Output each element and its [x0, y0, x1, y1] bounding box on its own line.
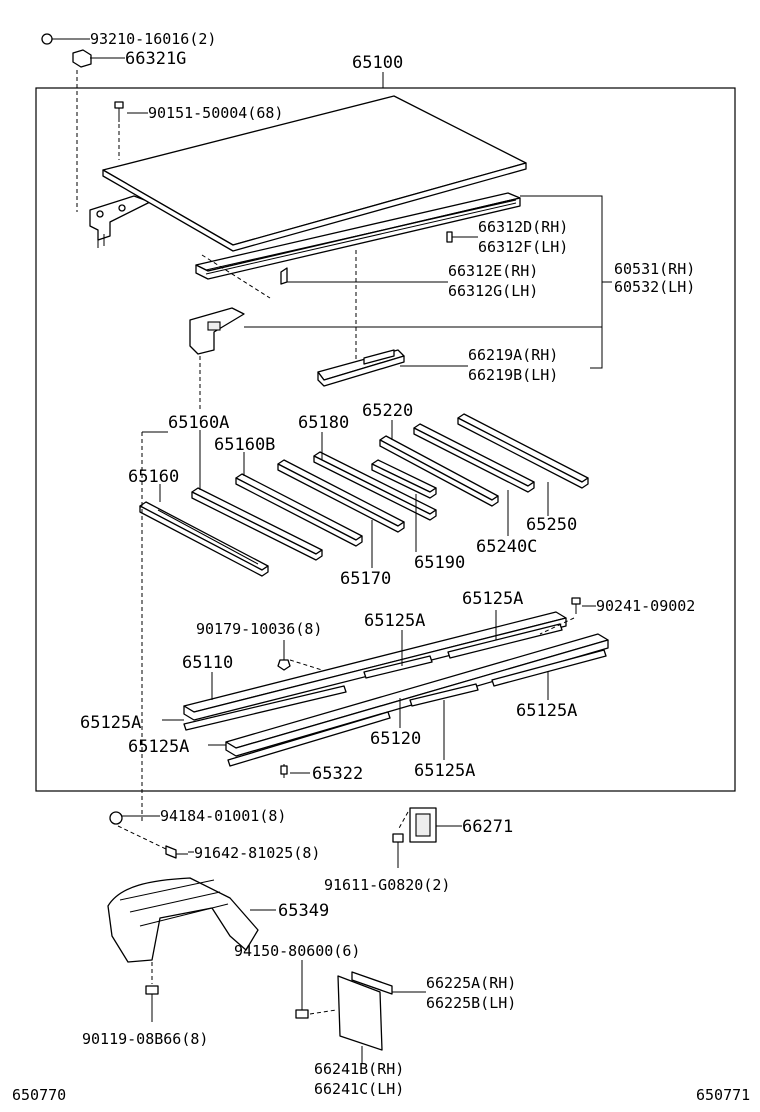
- label-bolt-90119: 90119-08B66(8): [82, 1030, 208, 1048]
- label-65110: 65110: [182, 653, 233, 673]
- label-bolt-91642: 91642-81025(8): [194, 844, 320, 862]
- label-65125A-2: 65125A: [364, 611, 425, 631]
- member-65160A-icon: [191, 487, 323, 561]
- pin-65322-icon: [280, 764, 310, 778]
- label-65250: 65250: [526, 515, 577, 535]
- nut-94150-icon: [295, 960, 309, 1019]
- label-60532: 60532(LH): [614, 278, 695, 296]
- bolt-90241-icon: [571, 597, 596, 614]
- label-65220: 65220: [362, 401, 413, 421]
- strip-65125A-upper-icon: [183, 623, 563, 731]
- bracket-66271-icon: [409, 807, 462, 843]
- bolt-91611-icon: [392, 833, 404, 868]
- label-hinge-66321G: 66321G: [125, 49, 186, 69]
- pin-66312E-icon: [280, 267, 448, 285]
- label-66312D: 66312D(RH): [478, 218, 568, 236]
- label-65170: 65170: [340, 569, 391, 589]
- label-65160A: 65160A: [168, 413, 229, 433]
- side-rail-icon: [195, 192, 521, 280]
- member-65240C-icon: [413, 423, 535, 493]
- label-bolt-91611: 91611-G0820(2): [324, 876, 450, 894]
- label-66219A: 66219A(RH): [468, 346, 558, 364]
- bolt-90119-icon: [145, 985, 159, 1022]
- hinge-bracket-icon: [89, 195, 151, 248]
- label-66219B: 66219B(LH): [468, 366, 558, 384]
- mudguard-65349-icon: [107, 877, 276, 963]
- label-65180: 65180: [298, 413, 349, 433]
- plate-66219-icon: [317, 349, 468, 387]
- member-65170-icon: [313, 451, 437, 521]
- member-65160B-icon: [235, 473, 363, 547]
- bolt-91642-icon: [165, 845, 194, 859]
- label-66225B: 66225B(LH): [426, 994, 516, 1012]
- floor-panel-icon: [102, 95, 527, 252]
- label-nut-94150: 94150-80600(6): [234, 942, 360, 960]
- label-65125A-5: 65125A: [128, 737, 189, 757]
- corner-plate-icon: [189, 307, 245, 355]
- label-66312F: 66312F(LH): [478, 238, 568, 256]
- label-nut-90179: 90179-10036(8): [196, 620, 322, 638]
- hinge-block-66321G-icon: [72, 49, 125, 68]
- member-65190-icon: [371, 459, 437, 499]
- label-66225A: 66225A(RH): [426, 974, 516, 992]
- label-bolt-90241: 90241-09002: [596, 597, 695, 615]
- label-66312G: 66312G(LH): [448, 282, 538, 300]
- nut-90179-icon: [277, 640, 291, 671]
- member-65250-icon: [457, 413, 589, 489]
- figure-number-right: 650771: [696, 1086, 750, 1104]
- nut-94184-icon: [109, 811, 160, 825]
- label-assembly-65100: 65100: [352, 53, 403, 73]
- label-65125A-4: 65125A: [516, 701, 577, 721]
- label-65160: 65160: [128, 467, 179, 487]
- figure-number-left: 650770: [12, 1086, 66, 1104]
- label-65125A-1: 65125A: [462, 589, 523, 609]
- label-65125A-3: 65125A: [80, 713, 141, 733]
- label-65190: 65190: [414, 553, 465, 573]
- label-65125A-6: 65125A: [414, 761, 475, 781]
- label-65322: 65322: [312, 764, 363, 784]
- label-66241B: 66241B(RH): [314, 1060, 404, 1078]
- member-65180-icon: [277, 459, 405, 533]
- member-65220-icon: [379, 435, 499, 507]
- label-66312E: 66312E(RH): [448, 262, 538, 280]
- label-bolt-93210: 93210-16016(2): [90, 30, 216, 48]
- label-65349: 65349: [278, 901, 329, 921]
- bolt-93210-icon: [41, 33, 90, 45]
- pin-66312D-icon: [446, 231, 478, 243]
- label-65160B: 65160B: [214, 435, 275, 455]
- mud-flap-icon: [337, 971, 426, 1064]
- label-66241C: 66241C(LH): [314, 1080, 404, 1098]
- label-65240C: 65240C: [476, 537, 537, 557]
- label-screw-90151: 90151-50004(68): [148, 104, 283, 122]
- label-66271: 66271: [462, 817, 513, 837]
- strip-65125A-lower-icon: [227, 649, 607, 767]
- member-65160-icon: [139, 501, 269, 577]
- label-60531: 60531(RH): [614, 260, 695, 278]
- screw-90151-icon: [114, 101, 148, 160]
- label-nut-94184: 94184-01001(8): [160, 807, 286, 825]
- label-65120: 65120: [370, 729, 421, 749]
- assembly-frame: [35, 87, 736, 792]
